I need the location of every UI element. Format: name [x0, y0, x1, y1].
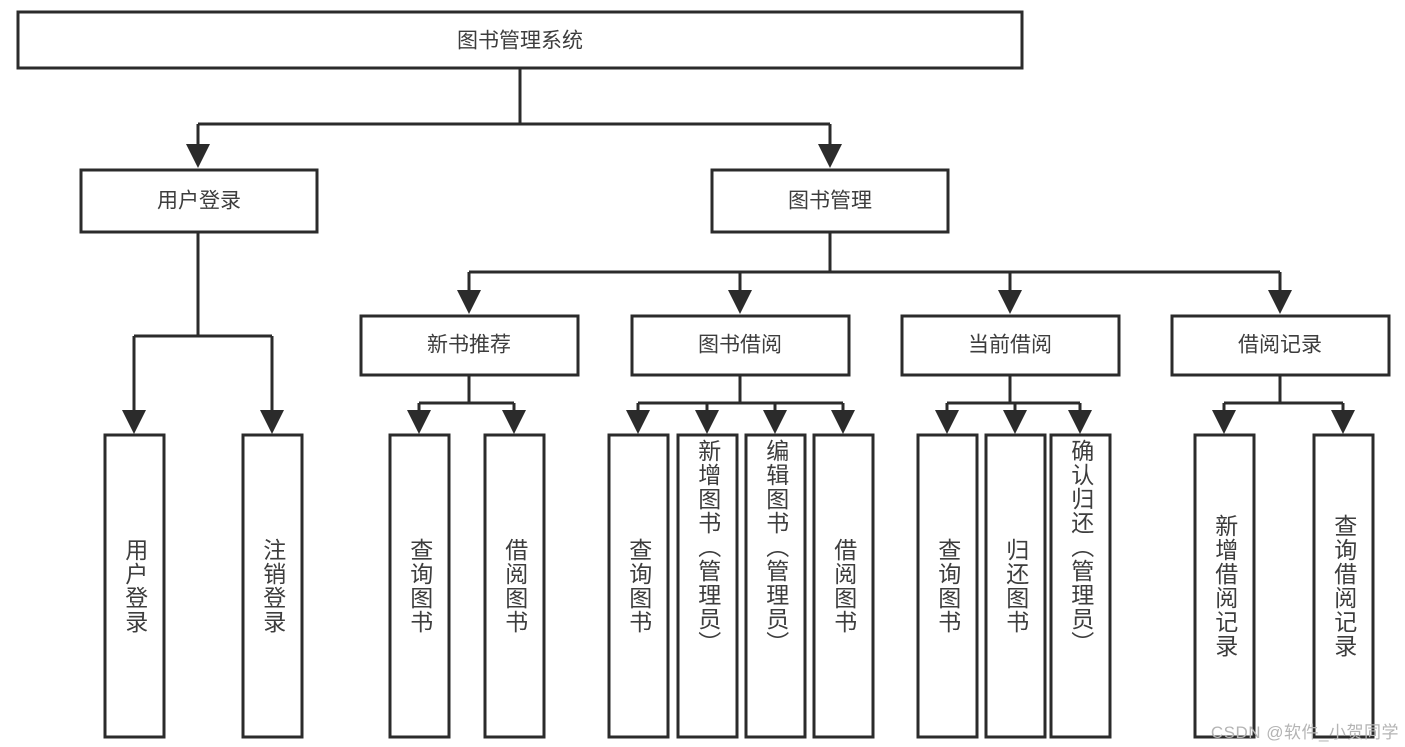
node-user-login[interactable]: 用户登录	[79, 168, 319, 234]
book-borrow-label: 图书借阅	[698, 334, 782, 357]
borrow-record-box[interactable]	[1170, 314, 1391, 377]
node-current-borrow[interactable]: 当前借阅	[900, 314, 1121, 377]
leaf-query-book-2-box[interactable]	[607, 433, 670, 739]
leaf-logout-box[interactable]	[241, 433, 304, 739]
book-management-box[interactable]	[710, 168, 950, 234]
leaf-confirm-return-box[interactable]	[1049, 433, 1112, 739]
borrow-record-label: 借阅记录	[1238, 334, 1322, 357]
leaf-edit-book-box[interactable]	[744, 433, 807, 739]
leaf-return-book-box[interactable]	[984, 433, 1047, 739]
leaf-user-login-box[interactable]	[103, 433, 166, 739]
new-book-recommend-box[interactable]	[359, 314, 580, 377]
leaf-add-record-box[interactable]	[1193, 433, 1256, 739]
leaf-query-book-3-box[interactable]	[916, 433, 979, 739]
user-login-label: 用户登录	[157, 190, 241, 213]
current-borrow-box[interactable]	[900, 314, 1121, 377]
leaf-borrow-book-2-box[interactable]	[812, 433, 875, 739]
connectors	[122, 68, 1355, 434]
user-login-box[interactable]	[79, 168, 319, 234]
node-borrow-record[interactable]: 借阅记录	[1170, 314, 1391, 377]
root-label: 图书管理系统	[457, 30, 583, 53]
leaf-borrow-book-1-box[interactable]	[483, 433, 546, 739]
node-book-borrow[interactable]: 图书借阅	[630, 314, 851, 377]
node-root[interactable]: 图书管理系统	[16, 10, 1024, 70]
leaf-boxes	[103, 433, 1375, 739]
book-borrow-box[interactable]	[630, 314, 851, 377]
book-management-label: 图书管理	[788, 190, 872, 213]
leaf-query-record-box[interactable]	[1312, 433, 1375, 739]
current-borrow-label: 当前借阅	[968, 334, 1052, 357]
root-box[interactable]	[16, 10, 1024, 70]
node-new-book-recommend[interactable]: 新书推荐	[359, 314, 580, 377]
node-book-management[interactable]: 图书管理	[710, 168, 950, 234]
leaf-add-book-box[interactable]	[676, 433, 739, 739]
new-book-recommend-label: 新书推荐	[427, 334, 511, 357]
leaf-query-book-1-box[interactable]	[388, 433, 451, 739]
